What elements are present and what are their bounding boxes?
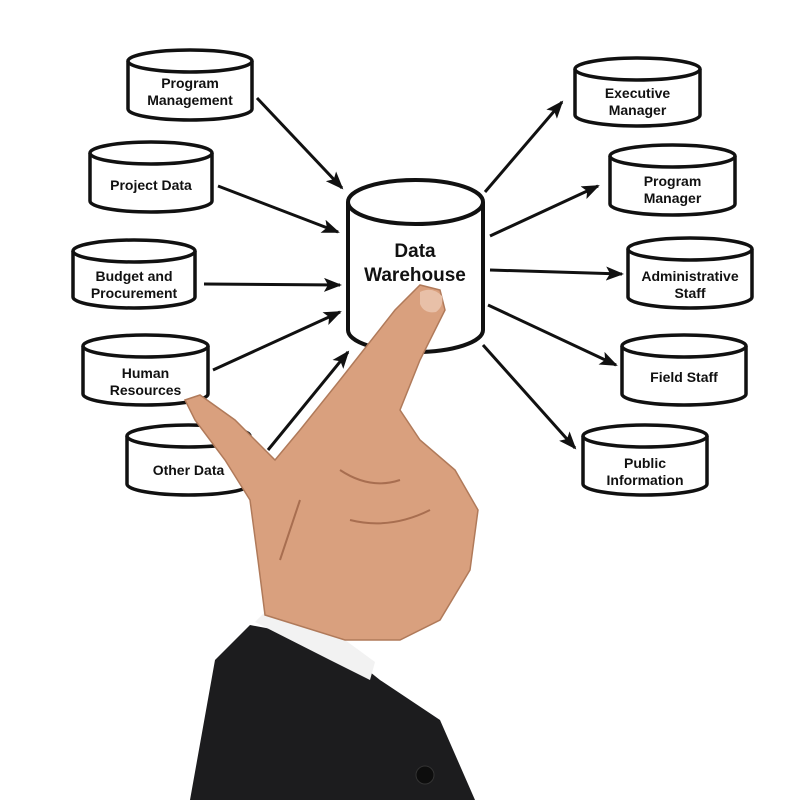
label-line: Program	[643, 173, 702, 189]
pointing-hand-photo	[183, 284, 479, 800]
cylinder-source-3	[81, 333, 210, 407]
label-line: Information	[606, 472, 684, 488]
label-line: Other Data	[152, 461, 225, 478]
label-line: Project Data	[110, 176, 192, 193]
label-line: Human	[121, 365, 170, 381]
flow-arrow	[487, 303, 618, 367]
flow-arrow	[489, 266, 624, 281]
label-line: Manager	[643, 190, 702, 206]
label-line: Staff	[674, 285, 706, 301]
label-line: Budget and	[95, 268, 173, 284]
label-line: Warehouse	[364, 265, 466, 286]
cylinder-source-0	[126, 48, 254, 122]
flow-arrow	[212, 310, 342, 372]
flow-arrow	[203, 277, 342, 292]
label-line: Field Staff	[650, 368, 718, 385]
cylinder-consumer-3	[620, 333, 748, 407]
source-project-data: Project Data	[90, 165, 212, 205]
cylinder-source-1	[88, 140, 214, 214]
label-line: Manager	[608, 102, 667, 118]
label-line: Resources	[109, 382, 182, 398]
label-line: Management	[147, 92, 233, 108]
data-warehouse-label: Data Warehouse	[345, 237, 485, 291]
cylinder-consumer-0	[573, 56, 702, 128]
flow-arrow	[481, 344, 577, 450]
cylinder-consumer-1	[608, 143, 737, 217]
label-line: Procurement	[90, 285, 178, 301]
cylinder-consumer-2	[626, 236, 754, 310]
label-line: Public	[623, 455, 666, 471]
cylinder-source-2	[71, 238, 197, 310]
consumer-field-staff: Field Staff	[622, 357, 746, 397]
flow-arrow	[266, 350, 350, 451]
cylinder-consumer-4	[581, 423, 709, 497]
label-line: Executive	[604, 85, 671, 101]
label-line: Data	[394, 241, 436, 262]
flow-arrow	[483, 100, 564, 193]
flow-arrow	[217, 184, 340, 234]
flow-arrow	[255, 96, 344, 190]
flow-arrow	[489, 184, 600, 238]
source-other-data: Other Data	[127, 450, 250, 490]
label-line: Administrative	[641, 268, 739, 284]
label-line: Program	[161, 75, 219, 91]
